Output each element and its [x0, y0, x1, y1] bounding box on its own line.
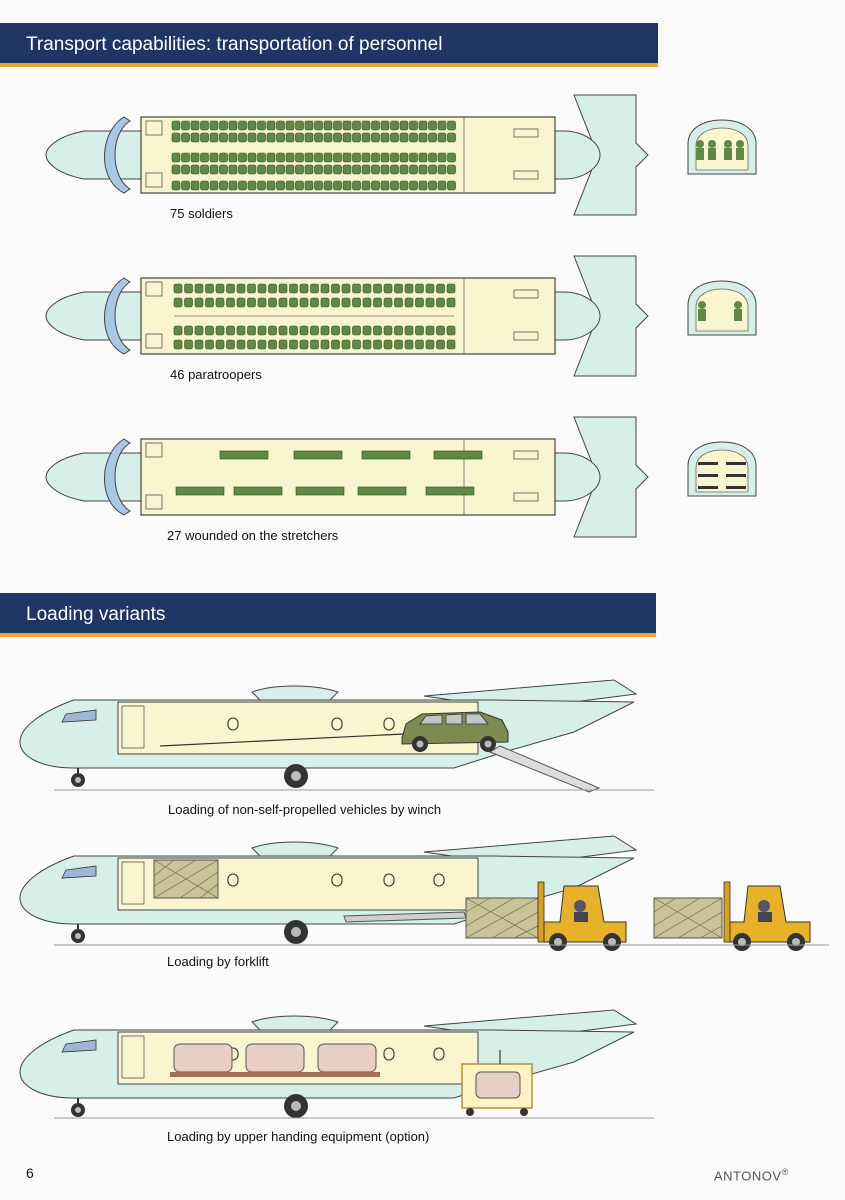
cargo-pallet-ground	[653, 897, 723, 939]
hoist-platform	[461, 1050, 533, 1116]
section-title-personnel: Transport capabilities: transportation o…	[26, 34, 443, 55]
forklift-far	[723, 881, 811, 951]
brand-logo: ANTONOV®	[714, 1167, 789, 1183]
topview-stretchers	[45, 416, 649, 538]
sideview-forklift	[19, 835, 829, 951]
section-title-loading: Loading variants	[26, 604, 166, 625]
forklift-near	[537, 881, 627, 951]
caption-wounded: 27 wounded on the stretchers	[167, 528, 339, 543]
caption-upper: Loading by upper handing equipment (opti…	[167, 1129, 430, 1144]
winch-cable	[159, 733, 405, 747]
suv-vehicle	[401, 711, 509, 752]
brand-name: ANTONOV	[714, 1168, 782, 1184]
sideview-winch	[19, 679, 654, 793]
crosssection-paratroopers	[687, 280, 757, 336]
caption-winch: Loading of non-self-propelled vehicles b…	[168, 802, 442, 817]
topview-soldiers	[45, 94, 649, 216]
cargo-ramp	[488, 745, 601, 793]
cargo-pallet-inside	[153, 859, 219, 899]
sideview-upper	[19, 1009, 654, 1119]
caption-forklift: Loading by forklift	[167, 954, 269, 969]
crosssection-soldiers	[687, 119, 757, 175]
brand-registered-mark: ®	[781, 1167, 789, 1177]
caption-paratroopers: 46 paratroopers	[170, 367, 262, 382]
caption-soldiers: 75 soldiers	[170, 206, 233, 221]
cargo-pallet-door	[465, 897, 539, 939]
cargo-containers	[170, 1043, 380, 1077]
section-banner-personnel: Transport capabilities: transportation o…	[0, 23, 658, 67]
section-banner-loading: Loading variants	[0, 593, 656, 637]
topview-paratroopers	[45, 255, 649, 377]
crosssection-stretchers	[687, 441, 757, 497]
page-number: 6	[26, 1165, 34, 1181]
